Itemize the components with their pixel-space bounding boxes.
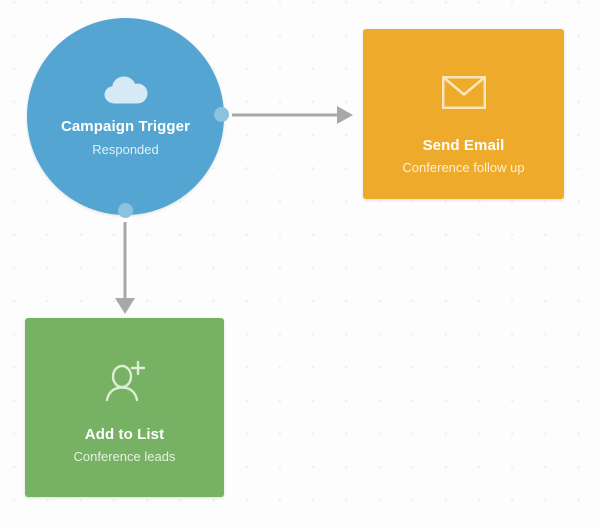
port-bottom[interactable]: [118, 203, 133, 218]
envelope-icon: [441, 69, 486, 115]
person-add-icon: [103, 358, 147, 404]
node-add-to-list[interactable]: Add to List Conference leads: [25, 318, 224, 497]
cloud-icon: [103, 70, 149, 110]
node-send-email[interactable]: Send Email Conference follow up: [363, 29, 564, 199]
node-title: Add to List: [84, 426, 165, 443]
port-right[interactable]: [214, 107, 229, 122]
node-title: Campaign Trigger: [60, 118, 191, 135]
connector-trigger-to-email[interactable]: [232, 106, 353, 124]
arrowhead-down-icon: [115, 298, 135, 314]
arrowhead-right-icon: [337, 106, 353, 124]
node-title: Send Email: [422, 137, 505, 154]
connector-trigger-to-list[interactable]: [115, 222, 135, 314]
node-campaign-trigger[interactable]: Campaign Trigger Responded: [27, 18, 224, 215]
node-subtitle: Conference leads: [73, 449, 176, 464]
node-subtitle: Responded: [92, 142, 159, 157]
node-subtitle: Conference follow up: [402, 160, 525, 175]
